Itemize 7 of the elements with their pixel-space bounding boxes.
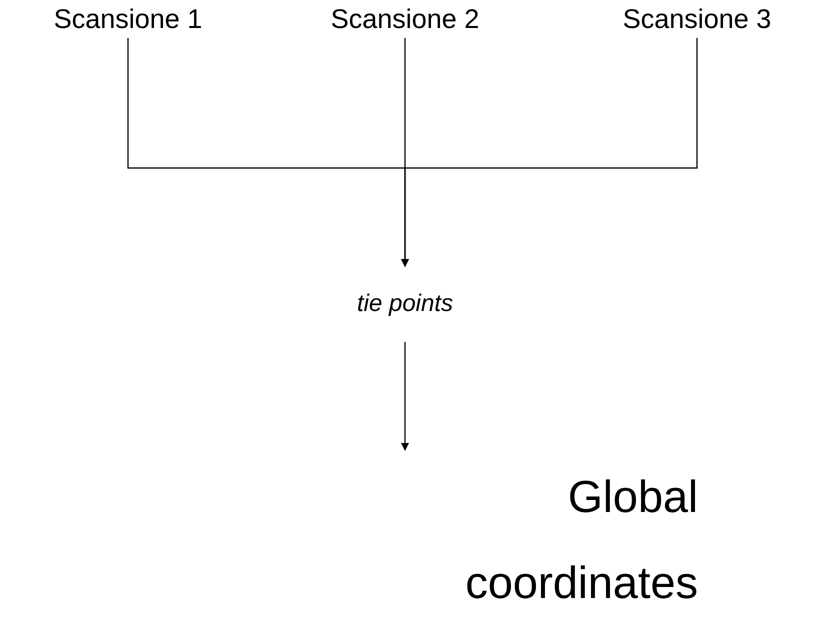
node-label: Scansione 1 (52, 3, 204, 36)
arrow (401, 342, 409, 451)
node-label: Scansione 3 (622, 3, 772, 36)
node-label: Global coordinates (464, 470, 698, 610)
node-label: Scansione 2 (330, 3, 480, 36)
node-label: tie points (356, 289, 454, 319)
arrow (401, 38, 698, 267)
